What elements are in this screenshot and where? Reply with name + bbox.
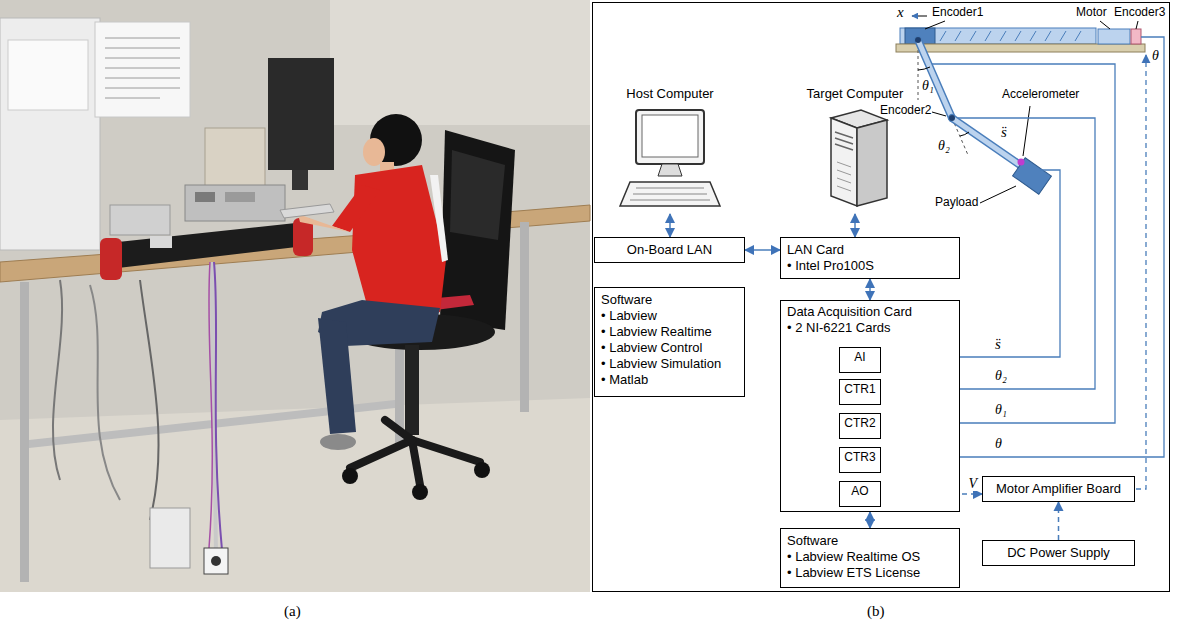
computer-icon: Host Computer [612,86,728,214]
box-item: • Matlab [601,372,648,388]
signal-label: s̈ [995,336,1001,353]
box-heading: On-Board LAN [627,242,712,258]
link-arrow [669,214,671,237]
box-heading: CTR3 [844,449,875,465]
part-label: Accelerometer [1002,88,1079,101]
angle-label: θ₂ [938,138,950,153]
signal-label: V [967,476,978,491]
part-label: Encoder1 [932,6,983,19]
box-item: • Labview ETS License [787,565,920,581]
link-arrow [869,279,871,300]
dashed-signal-arrow [1058,502,1060,540]
part-label: Encoder3 [1114,6,1165,19]
angle-label: θ₁ [922,78,934,93]
box-item: • Labview Realtime [601,324,712,340]
desktop-pc-icon [612,106,728,214]
link-arrow [745,249,780,251]
box-heading: LAN Card [787,242,844,258]
process-box: Motor Amplifier Board [982,476,1135,502]
box-item: • Labview Simulation [601,356,721,372]
computer-name: Target Computer [807,86,904,102]
axis-label: x [897,4,904,21]
box-heading: CTR2 [844,415,875,431]
panel-label: (a) [284,603,301,620]
process-box: LAN Card• Intel Pro100S [780,237,960,279]
computer-name: Host Computer [626,86,713,102]
process-box: Software• Labview• Labview Realtime• Lab… [594,287,745,397]
part-label: Encoder2 [880,104,931,117]
box-item: • Labview [601,308,657,324]
box-heading: Software [787,533,838,549]
box-item: • Labview Control [601,340,702,356]
box-heading: Data Acquisition Card [787,304,912,320]
box-item: • Labview Realtime OS [787,549,920,565]
signal-label: s̈ [1001,124,1007,141]
port-box: AO [839,481,881,507]
box-heading: AO [851,483,868,499]
signal-label: θ₁ [995,402,1007,417]
angle-label: θ [1152,48,1159,63]
box-heading: Software [601,292,652,308]
port-box: CTR1 [839,379,881,405]
part-label: Payload [935,196,978,209]
process-box: Data Acquisition Card• 2 NI-6221 CardsAI… [780,300,960,512]
box-heading: DC Power Supply [1007,545,1110,561]
box-item: • 2 NI-6221 Cards [787,320,891,336]
box-item: • Intel Pro100S [787,258,874,274]
port-box: AI [839,347,881,373]
panel-label: (b) [867,603,885,620]
box-heading: Motor Amplifier Board [996,481,1121,497]
box-heading: CTR1 [844,381,875,397]
signal-label: θ₂ [995,368,1007,383]
process-box: Software• Labview Realtime OS• Labview E… [780,528,960,588]
port-box: CTR2 [839,413,881,439]
part-label: Motor [1076,6,1107,19]
link-arrow [869,512,871,528]
signal-label: θ [995,436,1002,451]
link-arrow [854,214,856,237]
process-box: On-Board LAN [594,237,745,263]
process-box: DC Power Supply [982,540,1135,566]
box-heading: AI [854,349,865,365]
tower-pc-icon [797,106,913,214]
port-box: CTR3 [839,447,881,473]
